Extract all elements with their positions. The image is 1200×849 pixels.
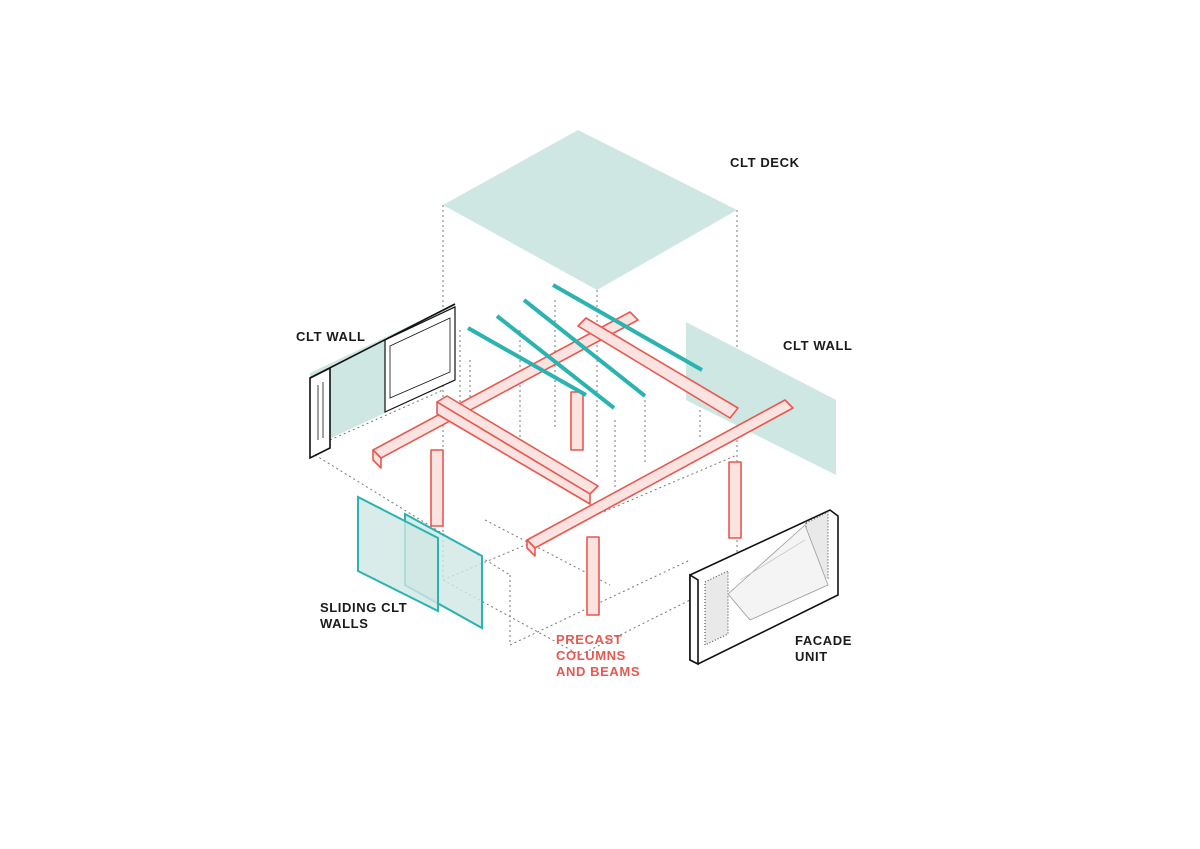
label-facade-unit: FACADE UNIT	[795, 633, 852, 665]
label-clt-deck: CLT DECK	[730, 155, 800, 170]
label-clt-wall-right: CLT WALL	[783, 338, 853, 353]
label-line: UNIT	[795, 649, 828, 664]
beam-back	[577, 317, 739, 419]
clt-wall-right	[686, 322, 836, 475]
label-line: PRECAST	[556, 632, 623, 647]
sliding-clt-walls	[357, 495, 483, 630]
facade-unit	[689, 509, 839, 666]
label-line: FACADE	[795, 633, 853, 648]
label-line: WALLS	[320, 616, 369, 631]
column-right	[728, 461, 742, 539]
label-sliding-clt-walls: SLIDING CLT WALLS	[320, 600, 407, 632]
label-line: AND BEAMS	[556, 664, 641, 679]
label-line: COLUMNS	[556, 648, 626, 663]
clt-deck	[443, 130, 737, 290]
label-line: SLIDING CLT	[320, 600, 408, 615]
label-clt-wall-left: CLT WALL	[296, 329, 366, 344]
clt-joists	[467, 283, 703, 410]
precast-frame	[372, 311, 794, 616]
column-left	[430, 449, 444, 527]
column-front	[586, 536, 600, 616]
label-precast-columns-beams: PRECAST COLUMNS AND BEAMS	[556, 632, 640, 680]
clt-wall-left	[309, 303, 456, 460]
column-back	[570, 391, 584, 451]
